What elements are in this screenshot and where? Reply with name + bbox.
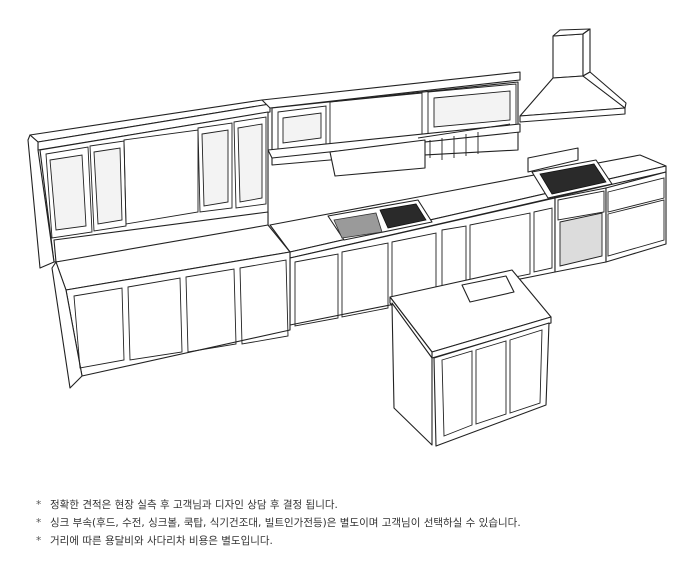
note-item: * 싱크 부속(후드, 수전, 싱크볼, 쿡탑, 식기건조대, 빌트인가전등)은 … — [36, 514, 521, 532]
note-text: 정확한 견적은 현장 실측 후 고객님과 디자인 상담 후 결정 됩니다. — [50, 499, 338, 511]
utensil-rail — [417, 123, 511, 160]
note-text: 싱크 부속(후드, 수전, 싱크볼, 쿡탑, 식기건조대, 빌트인가전등)은 별… — [50, 517, 521, 529]
kitchen-illustration — [27, 28, 667, 447]
cooktop — [527, 147, 613, 199]
left-wall-cabinet — [27, 99, 271, 269]
note-bullet: * — [36, 535, 42, 547]
note-text: 거리에 따른 용달비와 사다리차 비용은 별도입니다. — [50, 535, 273, 547]
note-bullet: * — [36, 499, 42, 511]
sink — [327, 199, 433, 241]
left-base-cabinet — [51, 224, 291, 389]
note-bullet: * — [36, 517, 42, 529]
notes-list: * 정확한 견적은 현장 실측 후 고객님과 디자인 상담 후 결정 됩니다. *… — [36, 496, 521, 550]
range-hood — [519, 28, 627, 123]
note-item: * 거리에 따른 용달비와 사다리차 비용은 별도입니다. — [36, 532, 521, 550]
island — [389, 269, 552, 447]
note-item: * 정확한 견적은 현장 실측 후 고객님과 디자인 상담 후 결정 됩니다. — [36, 496, 521, 514]
middle-wall-cabinet — [261, 71, 521, 177]
